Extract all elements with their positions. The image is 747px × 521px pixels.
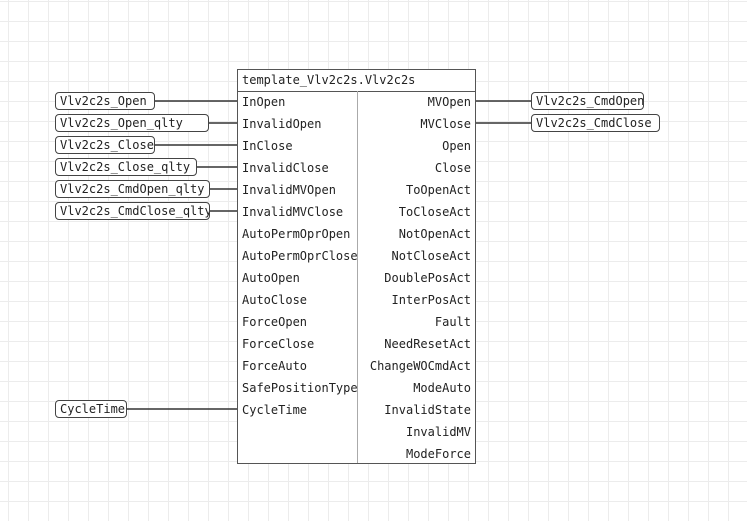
variable-vlv2c2s-cmdclose[interactable]: Vlv2c2s_CmdClose — [531, 114, 660, 132]
input-port-autopermopropen[interactable]: AutoPermOprOpen — [242, 227, 351, 241]
input-port-autoopen[interactable]: AutoOpen — [242, 271, 300, 285]
input-port-invalidmvopen[interactable]: InvalidMVOpen — [242, 183, 336, 197]
input-port-autoclose[interactable]: AutoClose — [242, 293, 308, 307]
output-port-notcloseact[interactable]: NotCloseAct — [391, 249, 471, 263]
input-port-forceclose[interactable]: ForceClose — [242, 337, 315, 351]
input-port-inopen[interactable]: InOpen — [242, 95, 286, 109]
variable-vlv2c2s-cmdclose-qlty[interactable]: Vlv2c2s_CmdClose_qlty — [55, 202, 210, 220]
output-port-modeforce[interactable]: ModeForce — [405, 447, 471, 461]
variable-vlv2c2s-close[interactable]: Vlv2c2s_Close — [55, 136, 155, 154]
variable-vlv2c2s-close-qlty[interactable]: Vlv2c2s_Close_qlty — [55, 158, 197, 176]
variable-vlv2c2s-open-qlty[interactable]: Vlv2c2s_Open_qlty — [55, 114, 209, 132]
variable-cycletime[interactable]: CycleTime — [55, 400, 127, 418]
variable-vlv2c2s-open[interactable]: Vlv2c2s_Open — [55, 92, 155, 110]
variable-vlv2c2s-cmdopen[interactable]: Vlv2c2s_CmdOpen — [531, 92, 644, 110]
block-title: template_Vlv2c2s.Vlv2c2s — [238, 70, 475, 92]
output-port-toopenact[interactable]: ToOpenAct — [405, 183, 471, 197]
output-port-doubleposact[interactable]: DoublePosAct — [384, 271, 471, 285]
output-port-close[interactable]: Close — [434, 161, 471, 175]
output-port-fault[interactable]: Fault — [434, 315, 471, 329]
output-port-needresetact[interactable]: NeedResetAct — [384, 337, 471, 351]
input-port-cycletime[interactable]: CycleTime — [242, 403, 308, 417]
output-port-mvopen[interactable]: MVOpen — [427, 95, 471, 109]
input-port-invalidmvclose[interactable]: InvalidMVClose — [242, 205, 344, 219]
input-port-autopermoprclose[interactable]: AutoPermOprClose — [242, 249, 358, 263]
input-port-forceopen[interactable]: ForceOpen — [242, 315, 308, 329]
input-port-forceauto[interactable]: ForceAuto — [242, 359, 308, 373]
input-port-safepositiontype[interactable]: SafePositionType — [242, 381, 358, 395]
output-port-invalidmv[interactable]: InvalidMV — [405, 425, 471, 439]
input-port-invalidopen[interactable]: InvalidOpen — [242, 117, 322, 131]
block-divider — [357, 91, 358, 463]
output-port-tocloseact[interactable]: ToCloseAct — [398, 205, 471, 219]
variable-vlv2c2s-cmdopen-qlty[interactable]: Vlv2c2s_CmdOpen_qlty — [55, 180, 210, 198]
output-port-interposact[interactable]: InterPosAct — [391, 293, 471, 307]
output-port-notopenact[interactable]: NotOpenAct — [398, 227, 471, 241]
output-port-modeauto[interactable]: ModeAuto — [413, 381, 471, 395]
output-port-invalidstate[interactable]: InvalidState — [384, 403, 471, 417]
input-port-inclose[interactable]: InClose — [242, 139, 293, 153]
output-port-open[interactable]: Open — [442, 139, 471, 153]
function-block-vlv2c2s[interactable]: template_Vlv2c2s.Vlv2c2s InOpen InvalidO… — [237, 69, 476, 464]
input-port-invalidclose[interactable]: InvalidClose — [242, 161, 329, 175]
output-port-mvclose[interactable]: MVClose — [420, 117, 471, 131]
output-port-changewocmdact[interactable]: ChangeWOCmdAct — [369, 359, 471, 373]
